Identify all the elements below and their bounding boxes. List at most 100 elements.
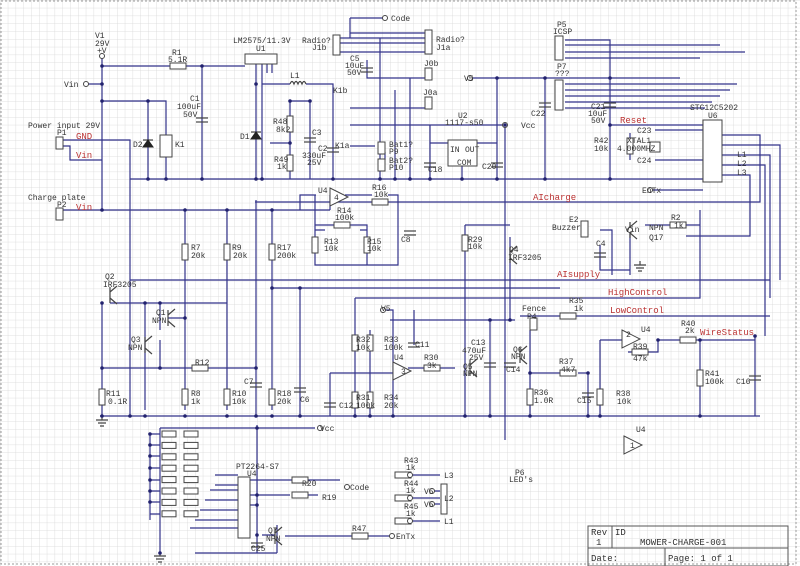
r2-ref: R2 [671, 214, 681, 223]
p1-connector[interactable] [55, 136, 64, 150]
dip-switch [161, 498, 177, 506]
j1a-connector[interactable] [424, 29, 433, 55]
p2-title: Charge plate [28, 194, 86, 203]
c1-ref: C1 [190, 95, 200, 104]
junction-dot [100, 366, 104, 370]
junction-dot [143, 414, 147, 418]
junction-dot [353, 414, 357, 418]
p9-connector[interactable] [377, 141, 386, 155]
p6-led-connector[interactable] [440, 483, 448, 515]
code-port: Code [391, 15, 410, 24]
transistor-icon [109, 285, 118, 305]
c20-ref: C20 [482, 163, 497, 172]
junction-dot [255, 493, 259, 497]
junction-dot [656, 338, 660, 342]
junction-dot [146, 177, 150, 181]
buzzer-label: Buzzer [552, 224, 581, 233]
c21-voltage: 50V [591, 117, 606, 126]
junction-dot [183, 208, 187, 212]
p2-connector[interactable] [55, 207, 64, 221]
junction-dot [255, 426, 259, 430]
r2-value: 1k [674, 222, 684, 231]
c16-ref: C16 [736, 378, 751, 387]
resistor-symbol [526, 388, 534, 406]
p4-fence-connector[interactable] [529, 317, 538, 331]
q1-ref: Q1 [156, 309, 166, 318]
c24-ref: C24 [637, 157, 652, 166]
junction-dot [270, 286, 274, 290]
entx-port-2: EnTx [396, 533, 415, 542]
net-vin: Vin [76, 151, 92, 161]
c23-ref: C23 [637, 127, 652, 136]
resistor-symbol [351, 334, 359, 352]
p7-ref: P7 [557, 63, 567, 72]
q4-type: IRF3205 [508, 254, 542, 263]
resistor-symbol [363, 236, 371, 254]
r37-ref: R37 [559, 358, 574, 367]
r45-ref: R45 [404, 503, 419, 512]
junction-dot [753, 334, 757, 338]
j0b-jumper[interactable] [424, 67, 433, 81]
junction-dot [183, 414, 187, 418]
j1a-ref: J1a [436, 44, 451, 53]
dip-switch [183, 464, 199, 472]
p4-ref: P4 [527, 313, 537, 322]
r35-ref: R35 [569, 297, 584, 306]
u6-ref: U6 [708, 112, 718, 121]
c14-ref: C14 [506, 366, 521, 375]
c13-value: 470uF [462, 347, 486, 356]
diode-icon [250, 131, 262, 140]
j0a-jumper[interactable] [424, 96, 433, 110]
junction-dot [146, 99, 150, 103]
r15-ref: R15 [367, 238, 382, 247]
u6-microcontroller [702, 119, 723, 183]
e2-buzzer-connector[interactable] [580, 220, 589, 238]
r36-value: 1.0R [534, 397, 553, 406]
c25-ref: C25 [251, 545, 266, 554]
rev-label: Rev [591, 528, 608, 538]
r33-ref: R33 [384, 336, 399, 345]
ground-icon [96, 416, 108, 427]
u4d-ref: U4 [636, 426, 646, 435]
q7-type: NPN [266, 535, 281, 544]
resistor-symbol [169, 62, 187, 70]
u4b-ref: U4 [394, 354, 404, 363]
resistor-symbol [268, 388, 276, 406]
p7-header[interactable] [554, 79, 564, 111]
junction-dot [270, 208, 274, 212]
v1-symbol: +V [97, 47, 107, 56]
dip-switch [183, 430, 199, 438]
q17-ref: Q17 [649, 234, 664, 243]
fence-label: Fence [522, 305, 546, 314]
xtal-ref: XTAL1 [627, 137, 651, 146]
rev-value: 1 [596, 538, 601, 548]
port-icon [429, 488, 435, 494]
junction-dot [148, 454, 152, 458]
crystal-icon [649, 141, 661, 153]
r18-value: 20k [277, 398, 292, 407]
r41-ref: R41 [705, 370, 720, 379]
c2-voltage: 25V [307, 159, 322, 168]
u2-type: 1117-s50 [445, 119, 484, 128]
j1b-connector[interactable] [332, 34, 341, 56]
q3-ref: Q3 [131, 336, 141, 345]
port-icon [344, 484, 350, 490]
r36-ref: R36 [534, 389, 549, 398]
junction-dot [308, 99, 312, 103]
r29-ref: R29 [468, 236, 483, 245]
junction-dot [100, 301, 104, 305]
u4c-ref: U4 [641, 326, 651, 335]
j0b-ref: J0b [424, 60, 439, 69]
transistor-icon [144, 335, 153, 355]
icsp-label: ICSP [553, 28, 572, 37]
icsp-header[interactable] [554, 35, 564, 61]
c4-ref: C4 [596, 240, 606, 249]
c13-ref: C13 [471, 339, 486, 348]
port-icon [83, 81, 89, 87]
j1b-ref: J1b [312, 44, 327, 53]
junction-dot [148, 443, 152, 447]
p10-connector[interactable] [377, 158, 386, 172]
resistor-symbol [223, 243, 231, 261]
p1-ref: P1 [57, 129, 67, 138]
r30-ref: R30 [424, 354, 439, 363]
